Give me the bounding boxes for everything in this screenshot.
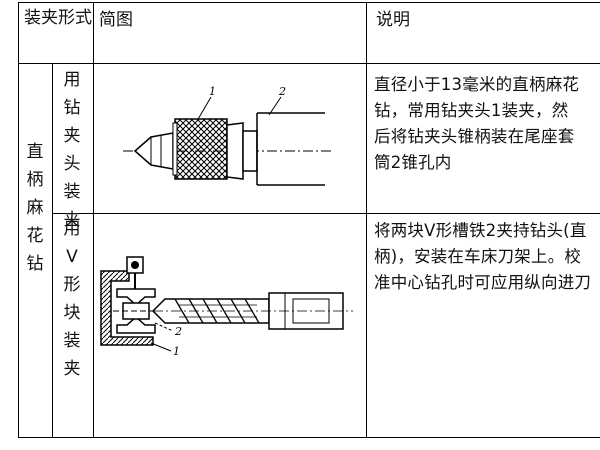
category-label: 直柄麻花钻 (26, 142, 44, 274)
header-divider (18, 63, 600, 64)
category-divider (52, 63, 53, 438)
method-label-drill-chuck: 用钻夹头装夹 (63, 70, 81, 230)
description-drill-chuck: 直径小于13毫米的直柄麻花钻，常用钻夹头1装夹，然后将钻夹头锥柄装在尾座套筒2锥… (374, 75, 580, 172)
v-block-figure: 2 1 (100, 256, 353, 358)
figure2-label-2: 2 (174, 325, 182, 338)
row-divider (52, 213, 600, 214)
table-border-left (18, 2, 19, 438)
figure1-label-1: 1 (209, 85, 216, 98)
col-divider-1 (93, 2, 94, 438)
table-border-top (18, 2, 600, 3)
header-description: 说明 (376, 10, 410, 30)
header-clamping-form: 装夹形式 (24, 8, 92, 28)
description-v-block: 将两块V形槽铁2夹持钻头(直柄)，安装在车床刀架上。校准中心钻孔时可应用纵向进刀 (374, 221, 592, 292)
table-border-bottom (18, 437, 600, 438)
figure2-label-1: 1 (173, 345, 180, 358)
method-label-v-block: 用V形块装夹 (63, 219, 81, 379)
header-diagram: 简图 (99, 10, 133, 30)
col-divider-2 (366, 2, 367, 438)
drill-chuck-figure: 1 2 (123, 85, 333, 186)
figure1-label-2: 2 (278, 85, 286, 98)
